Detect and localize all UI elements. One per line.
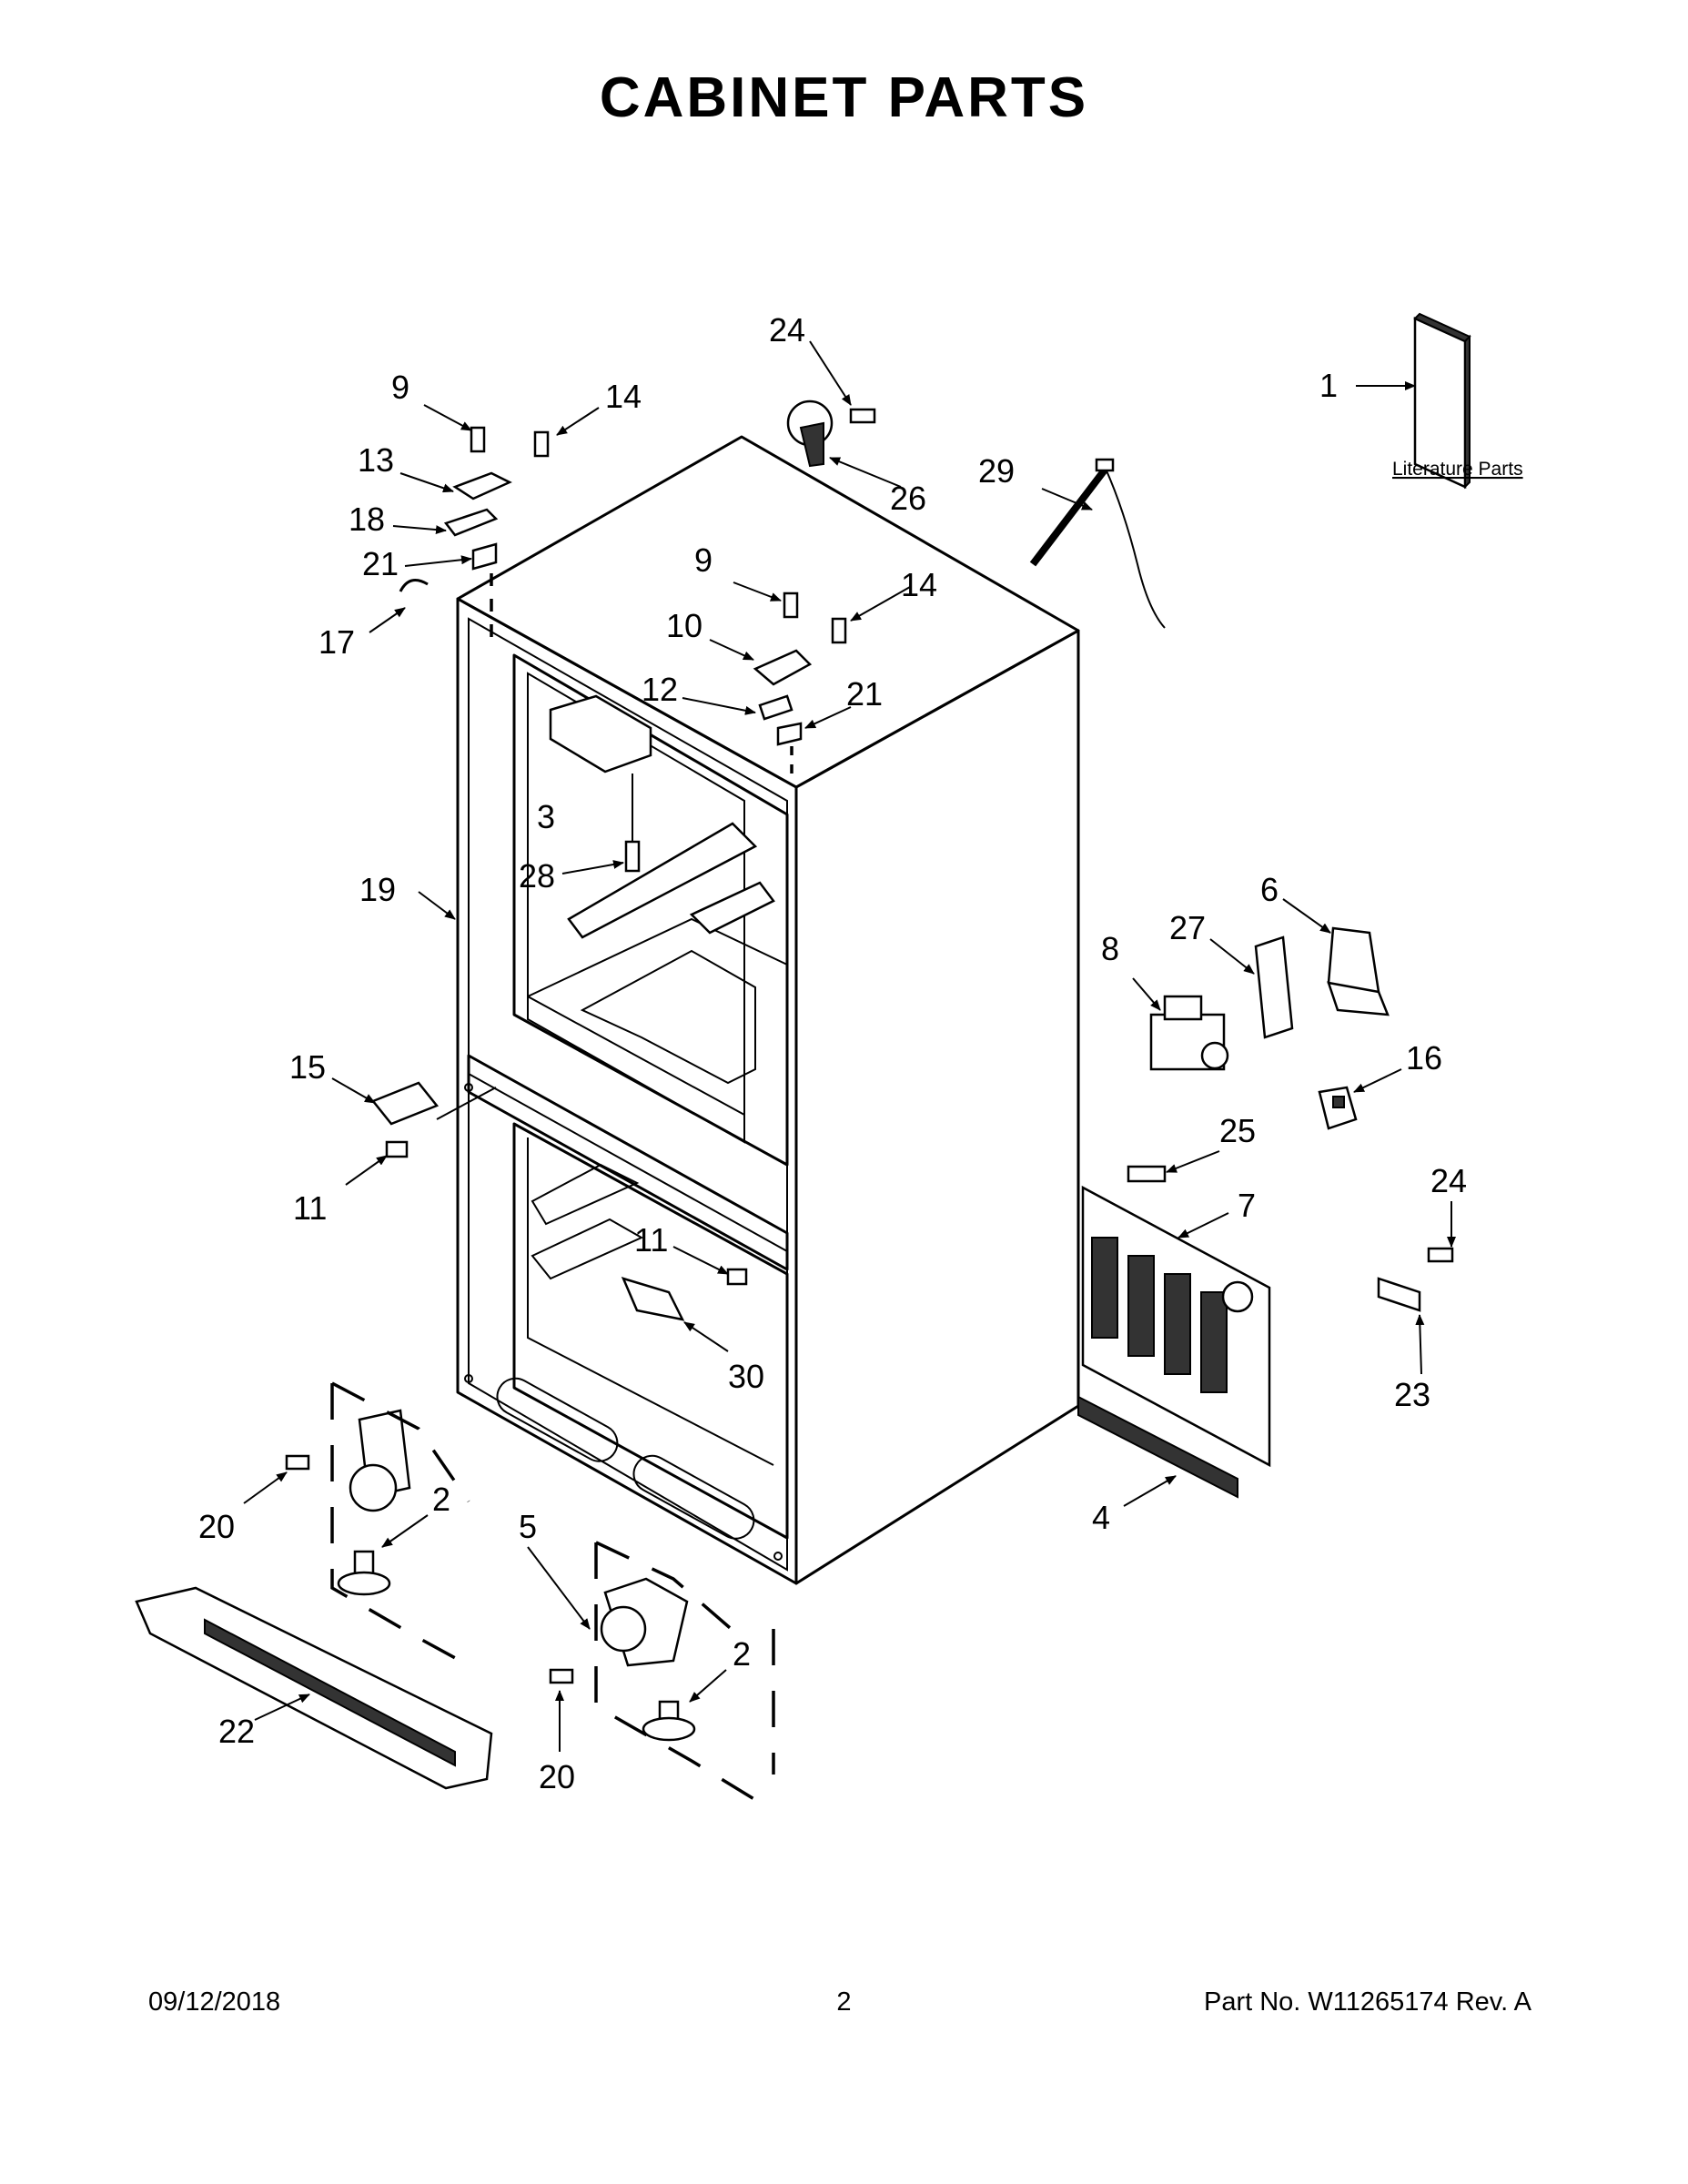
latch-30 [621,1268,748,1321]
cover-27 [1254,935,1294,1039]
footer-page-number: 2 [836,1987,852,2017]
hinge-26 [786,399,876,468]
clamp-23 [1377,1247,1454,1312]
bracket-6 [1327,926,1390,1016]
roller-left [285,1381,470,1667]
callout-14: 14 [901,566,937,603]
bracket-3 [549,694,652,873]
callout-17: 17 [318,623,355,661]
strip-4 [1077,1395,1238,1499]
callout-14: 14 [605,378,642,415]
callout-10: 10 [666,607,702,644]
callout-19: 19 [359,871,396,908]
callout-22: 22 [218,1713,255,1750]
callout-20: 20 [198,1508,235,1545]
callout-1: 1 [1319,367,1338,404]
callout-23: 23 [1394,1376,1430,1413]
literature-parts [1413,312,1471,490]
cabinet-body [456,435,1080,1585]
callout-labels: 1 2 2 3 4 5 6 7 8 9 9 10 11 11 12 13 14 … [198,311,1523,1795]
callout-24: 24 [1430,1162,1467,1199]
roller-right [549,1541,775,1813]
toe-grille-22 [135,1586,493,1790]
page-title: CABINET PARTS [599,66,1089,129]
clip-16 [1318,1086,1358,1130]
callout-9: 9 [694,541,713,579]
callout-11: 11 [634,1221,668,1259]
top-hinge-left [399,426,550,637]
footer-part-number: Part No. W11265174 Rev. A [1203,1987,1531,2017]
callout-16: 16 [1406,1039,1442,1077]
callout-13: 13 [358,441,394,479]
callout-7: 7 [1238,1187,1256,1224]
callout-2: 2 [733,1635,751,1673]
callout-12: 12 [642,671,678,708]
leader-lines [243,340,1456,1752]
callout-24: 24 [769,311,805,349]
latch-15 [370,1081,497,1158]
literature-parts-label: Literature Parts [1392,459,1523,480]
screw-25 [1127,1165,1167,1183]
callout-25: 25 [1219,1112,1256,1149]
footer-date: 09/12/2018 [148,1987,281,2017]
callout-2: 2 [432,1481,450,1518]
callout-9: 9 [391,369,409,406]
callout-18: 18 [349,500,385,538]
cross-brace-28 [567,822,775,939]
callout-21: 21 [362,545,399,582]
callout-5: 5 [519,1508,537,1545]
callout-20: 20 [539,1758,575,1795]
callout-26: 26 [890,480,926,517]
callout-3: 3 [537,798,555,835]
callout-15: 15 [289,1048,326,1086]
grille-7 [1081,1185,1271,1468]
top-hinge-center [753,592,847,778]
callout-29: 29 [978,452,1015,490]
callout-11: 11 [293,1189,327,1227]
callout-28: 28 [519,857,555,895]
valve-8 [1149,995,1229,1071]
callout-6: 6 [1260,871,1279,908]
callout-30: 30 [728,1358,764,1395]
callout-27: 27 [1169,909,1206,946]
tube-29 [1029,458,1166,629]
callout-21: 21 [846,675,883,713]
callout-8: 8 [1101,930,1119,967]
callout-4: 4 [1092,1499,1110,1536]
